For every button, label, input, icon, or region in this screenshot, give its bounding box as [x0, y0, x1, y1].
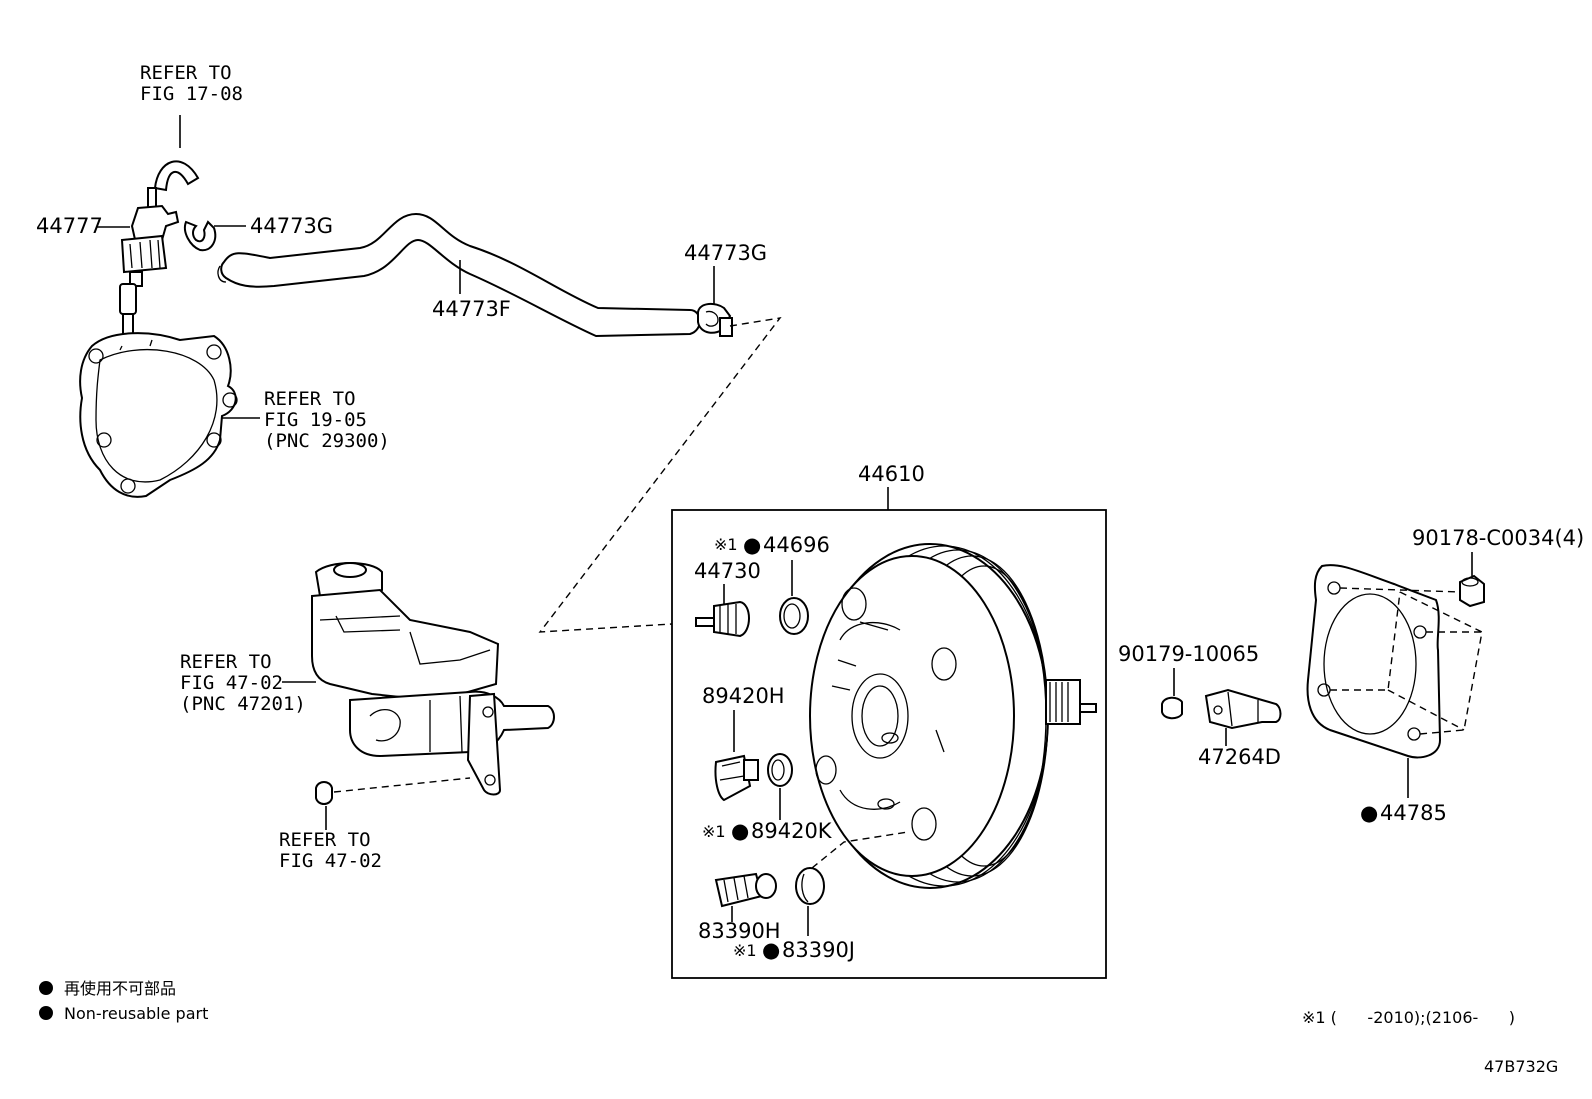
brake-booster[interactable]: [809, 543, 1097, 889]
ref-fig-47-02-pnc-line1: REFER TO: [180, 651, 272, 673]
label-90179-10065[interactable]: 90179-10065: [1118, 642, 1259, 666]
footnote-range: ※1 ( -2010);(2106- ): [1302, 1008, 1515, 1027]
dashed-seal: [333, 777, 471, 793]
assembly-box-44610: [671, 509, 1107, 979]
diagram-code: 47B732G: [1484, 1057, 1558, 1076]
vacuum-pump[interactable]: [79, 332, 238, 498]
mark-89420K: ※1: [702, 822, 726, 841]
label-89420K[interactable]: 89420K: [751, 819, 833, 843]
ref-fig-19-05-line2: FIG 19-05: [264, 409, 367, 431]
grommet-44696[interactable]: [779, 597, 809, 635]
label-89420H[interactable]: 89420H: [702, 684, 785, 708]
bullet-89420K: ●: [731, 819, 749, 843]
nut-90179-10065[interactable]: [1161, 696, 1183, 720]
clevis-47264D[interactable]: [1204, 688, 1282, 730]
ref-fig-47-02-pnc-line3: (PNC 47201): [180, 693, 306, 715]
master-cylinder[interactable]: [311, 562, 555, 796]
nut-90178-C0034[interactable]: [1459, 574, 1485, 608]
legend: 再使用不可部品 Non-reusable part: [39, 979, 208, 1023]
bullet-44785: ●: [1360, 801, 1378, 825]
label-44696[interactable]: 44696: [763, 533, 830, 557]
ref-fig-17-08[interactable]: REFER TO FIG 17-08: [140, 62, 243, 105]
label-44773F[interactable]: 44773F: [432, 297, 511, 321]
sensor-89420H[interactable]: [714, 754, 759, 802]
label-83390H[interactable]: 83390H: [698, 919, 781, 943]
ref-fig-47-02[interactable]: REFER TO FIG 47-02: [279, 829, 382, 872]
seal-83390J[interactable]: [795, 867, 825, 905]
ref-fig-47-02-pnc[interactable]: REFER TO FIG 47-02 (PNC 47201): [180, 651, 306, 715]
ref-fig-17-08-line1: REFER TO: [140, 62, 232, 84]
ref-fig-19-05[interactable]: REFER TO FIG 19-05 (PNC 29300): [264, 388, 390, 452]
hose-clamp-44773G-a[interactable]: [184, 220, 217, 252]
legend-english: Non-reusable part: [64, 1004, 208, 1023]
label-44610[interactable]: 44610: [858, 462, 925, 486]
seal-ring[interactable]: [315, 781, 333, 805]
legend-japanese: 再使用不可部品: [64, 979, 176, 998]
ref-fig-47-02-pnc-line2: FIG 47-02: [180, 672, 283, 694]
dashed-connection-hose: [538, 317, 782, 633]
bullet-83390J: ●: [762, 938, 780, 962]
ref-fig-19-05-line1: REFER TO: [264, 388, 356, 410]
check-valve-44777[interactable]: [120, 187, 180, 287]
ref-fig-17-08-line2: FIG 17-08: [140, 83, 243, 105]
label-83390J[interactable]: 83390J: [782, 938, 855, 962]
bullet-44696: ●: [743, 533, 761, 557]
label-47264D[interactable]: 47264D: [1198, 745, 1281, 769]
seal-89420K[interactable]: [767, 753, 793, 787]
hose-clamp-44773G-b[interactable]: [697, 302, 733, 337]
dashed-83390J: [811, 831, 909, 869]
legend-bullet-2: [39, 1006, 53, 1020]
label-44785[interactable]: 44785: [1380, 801, 1447, 825]
vacuum-hose-44773F[interactable]: [217, 212, 701, 338]
sensor-83390H[interactable]: [714, 872, 777, 908]
gasket-44785[interactable]: [1306, 564, 1442, 759]
ref-fig-47-02-line2: FIG 47-02: [279, 850, 382, 872]
label-44773G-a[interactable]: 44773G: [250, 214, 333, 238]
dashed-gasket-bolts: [1330, 587, 1483, 735]
label-44773G-b[interactable]: 44773G: [684, 241, 767, 265]
check-valve-44730[interactable]: [695, 600, 750, 638]
ref-fig-47-02-line1: REFER TO: [279, 829, 371, 851]
mark-44696: ※1: [714, 535, 738, 554]
label-44730[interactable]: 44730: [694, 559, 761, 583]
mark-83390J: ※1: [733, 941, 757, 960]
label-44777[interactable]: 44777: [36, 214, 103, 238]
ref-fig-19-05-line3: (PNC 29300): [264, 430, 390, 452]
upper-hose: [153, 160, 200, 192]
label-90178-C0034[interactable]: 90178-C0034(4): [1412, 526, 1584, 550]
legend-bullet-1: [39, 981, 53, 995]
